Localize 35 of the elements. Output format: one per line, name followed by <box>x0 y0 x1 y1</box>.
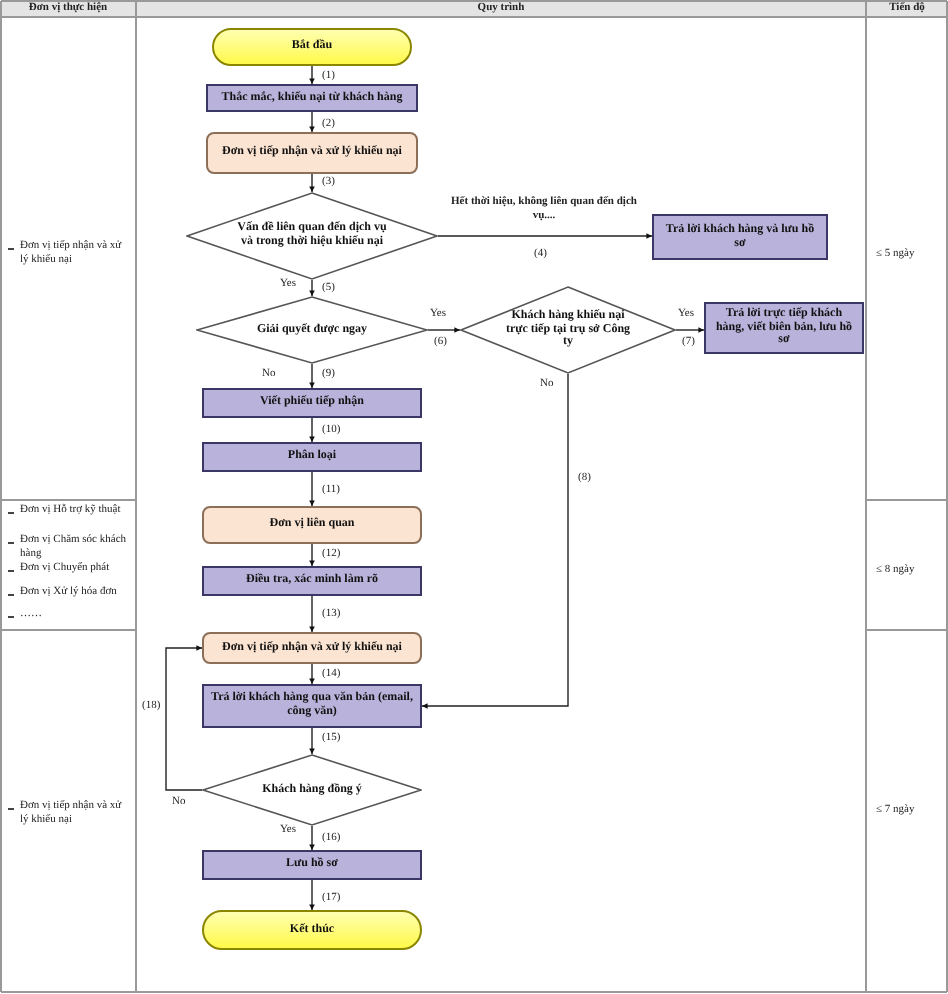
flow-arrow <box>309 471 315 507</box>
flow-arrow <box>309 111 315 133</box>
process-box <box>206 84 418 112</box>
flow-arrow <box>437 233 653 239</box>
process-box <box>704 302 864 354</box>
terminal-box <box>212 28 412 66</box>
decision-diamond <box>186 192 438 280</box>
flow-arrow <box>309 879 315 911</box>
process-box <box>202 850 422 880</box>
flow-arrow <box>309 543 315 567</box>
flow-arrow <box>309 663 315 685</box>
flow-arrow <box>309 279 315 297</box>
flow-arrow <box>309 65 315 85</box>
flow-arrow <box>309 825 315 851</box>
process-box <box>202 442 422 472</box>
flow-arrow <box>309 417 315 443</box>
flow-arrow <box>309 595 315 633</box>
process-box <box>202 388 422 418</box>
process-box <box>202 566 422 596</box>
department-box <box>202 506 422 544</box>
flow-arrow <box>421 373 569 709</box>
flow-arrow <box>309 363 315 389</box>
department-box <box>202 632 422 664</box>
flow-arrow <box>309 173 315 193</box>
flow-arrow <box>165 645 203 791</box>
terminal-box <box>202 910 422 950</box>
flow-arrow <box>309 727 315 755</box>
decision-diamond <box>196 296 428 364</box>
process-box <box>652 214 828 260</box>
decision-diamond <box>460 286 676 374</box>
department-box <box>206 132 418 174</box>
flow-arrow <box>675 327 705 333</box>
process-box <box>202 684 422 728</box>
flow-arrow <box>427 327 461 333</box>
decision-diamond <box>202 754 422 826</box>
